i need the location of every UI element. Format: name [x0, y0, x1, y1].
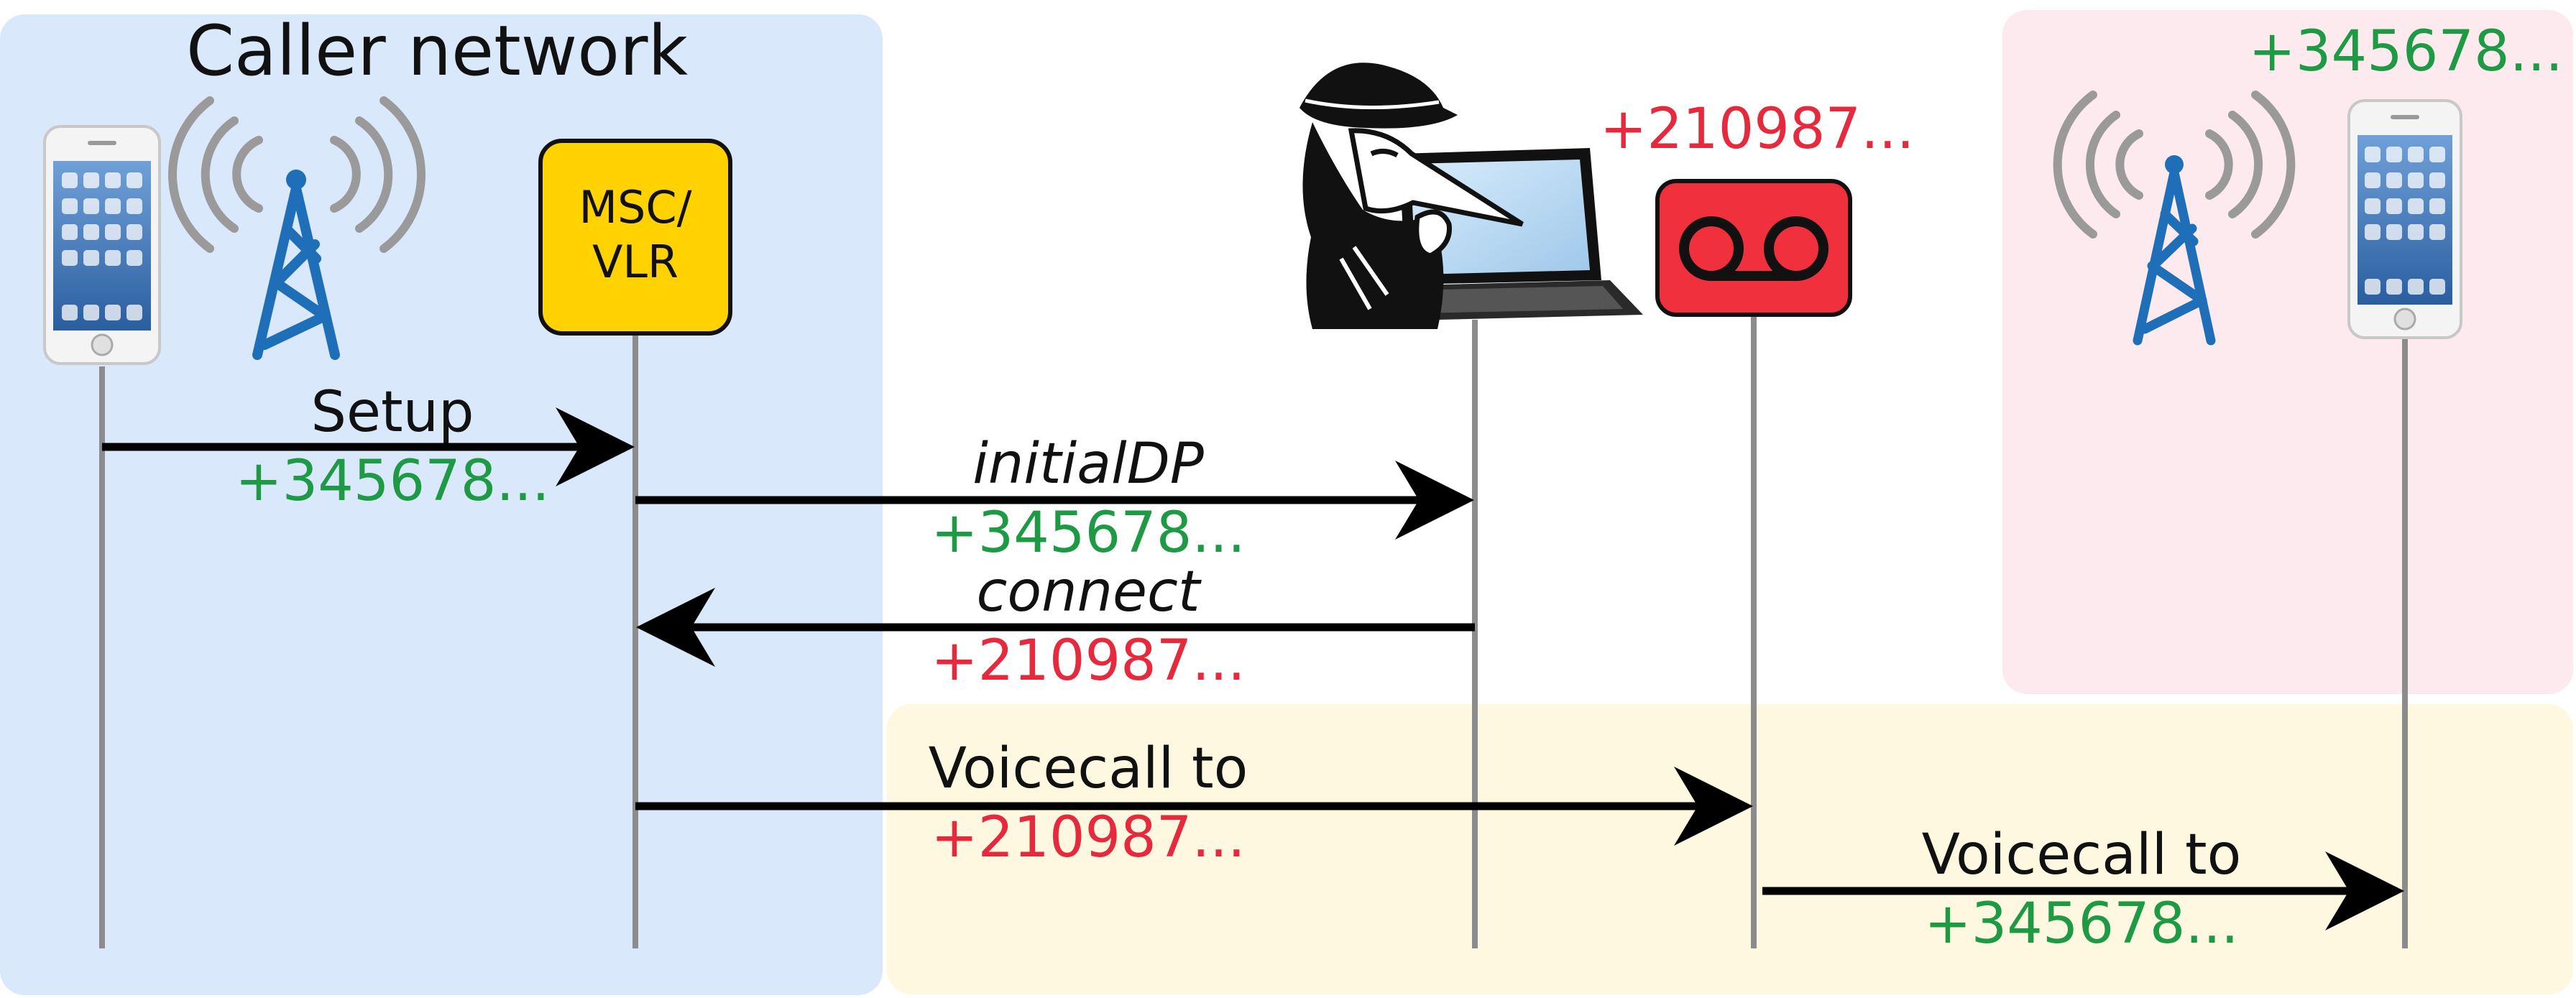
- callee-network-region: [2002, 10, 2573, 694]
- initial-dp-number: +345678...: [931, 501, 1246, 565]
- voicemail-region: [887, 704, 2573, 994]
- attacker-number-label: +210987...: [1600, 97, 1915, 162]
- attacker-spy-icon: [1300, 63, 1643, 329]
- setup-label: Setup: [310, 380, 474, 445]
- voicecall-callee-number: +345678...: [1924, 892, 2239, 956]
- voicecall-callee-label: Voicecall to: [1922, 823, 2242, 887]
- voicecall-voicemail-number: +210987...: [931, 805, 1246, 870]
- message-arrows: [102, 407, 2404, 930]
- caller-phone-icon: [43, 125, 161, 365]
- caller-tower-icon: [167, 96, 426, 360]
- msc-vlr-node: MSC/ VLR: [538, 139, 732, 336]
- callee-number-label: +345678...: [2249, 19, 2564, 84]
- connect-number: +210987...: [931, 629, 1246, 693]
- callee-tower-icon: [2053, 91, 2296, 346]
- msc-vlr-label-line2: VLR: [592, 236, 678, 288]
- caller-network-title: Caller network: [186, 11, 689, 91]
- connect-label: connect: [977, 560, 1202, 624]
- voicemail-node: [1655, 179, 1852, 317]
- initial-dp-label: initialDP: [972, 432, 1204, 496]
- callee-phone-icon: [2347, 99, 2462, 339]
- lifelines: [99, 316, 2408, 948]
- voicemail-icon: [1679, 216, 1828, 281]
- voicecall-voicemail-label: Voicecall to: [929, 736, 1248, 801]
- setup-number: +345678...: [235, 449, 550, 514]
- msc-vlr-label-line1: MSC/: [579, 181, 691, 234]
